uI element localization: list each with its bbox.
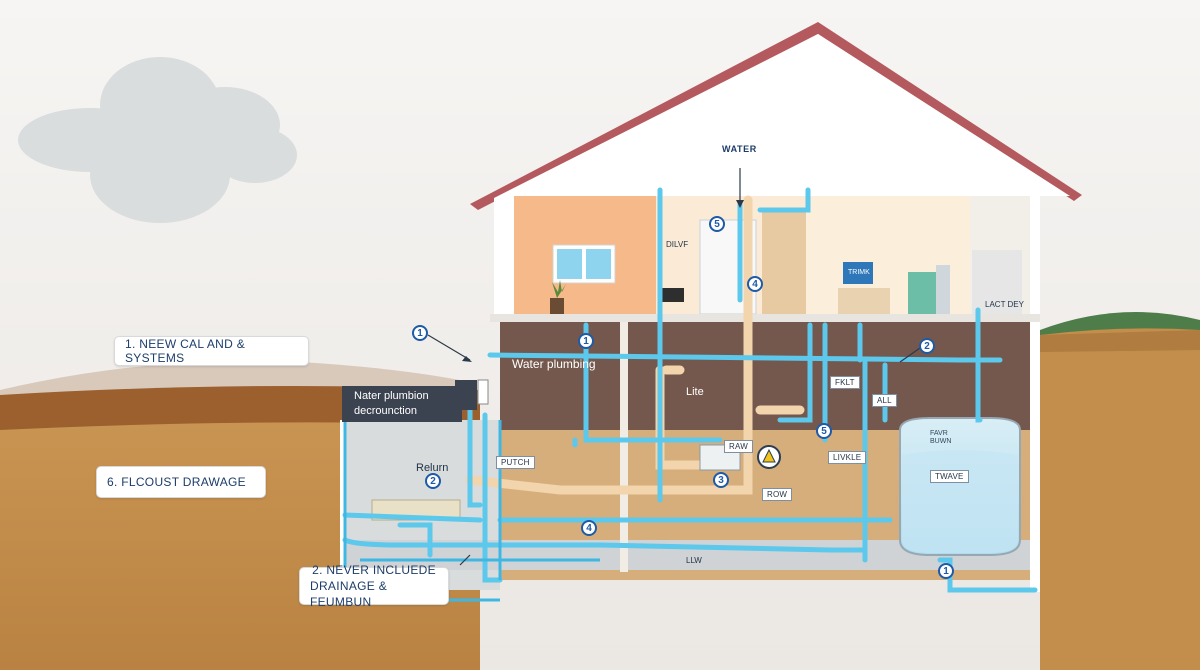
label-trimk: TRIMK: [848, 269, 870, 276]
label-lite: Lite: [686, 386, 704, 398]
label-water-plumbing: Water plumbing: [512, 357, 596, 371]
tag-all: ALL: [872, 394, 897, 407]
tag-row: ROW: [762, 488, 793, 501]
cloud: [18, 57, 297, 223]
label-water-top: WATER: [722, 144, 757, 154]
callout-new-systems: 1. NEEW CAL AND & SYSTEMS: [114, 336, 309, 366]
tag-putch: PUTCH: [496, 456, 535, 469]
badge-tank-1: 1: [938, 563, 954, 579]
tag-raw: RAW: [724, 440, 753, 453]
label-lact-dey: LACT DEY: [985, 300, 1024, 309]
nater-line2: decrounction: [354, 405, 417, 417]
badge-basement-3: 3: [713, 472, 729, 488]
tag-fklt: FKLT: [830, 376, 860, 389]
badge-return-2: 2: [425, 473, 441, 489]
nater-line1: Nater plumbion: [354, 390, 429, 402]
badge-basement-5: 5: [816, 423, 832, 439]
badge-floor-4: 4: [581, 520, 597, 536]
badge-kitchen-4: 4: [747, 276, 763, 292]
callout-floor-drainage: 6. FLCOUST DRAWAGE: [96, 466, 266, 498]
badge-top-5: 5: [709, 216, 725, 232]
label-return: Relurn: [416, 462, 449, 474]
label-favr: FAVR: [930, 430, 948, 437]
nater-plumbion-label: Nater plumbion decrounction: [342, 386, 462, 422]
badge-outside-1: 1: [412, 325, 428, 341]
label-llw: LLW: [686, 556, 702, 565]
tag-twave: TWAVE: [930, 470, 969, 483]
label-dilvf: DILVF: [666, 240, 689, 249]
callout-drainage-line1: 2. NEVER INCLUEDE: [312, 563, 436, 577]
badge-basement-1: 1: [578, 333, 594, 349]
callout-drainage-line2: DRAINAGE & FEUMBUN: [310, 579, 388, 609]
badge-right-2: 2: [919, 338, 935, 354]
tag-livkle: LIVKLE: [828, 451, 867, 464]
callout-drainage: 2. NEVER INCLUEDE DRAINAGE & FEUMBUN: [299, 563, 449, 609]
label-buwn: BUWN: [930, 438, 952, 445]
